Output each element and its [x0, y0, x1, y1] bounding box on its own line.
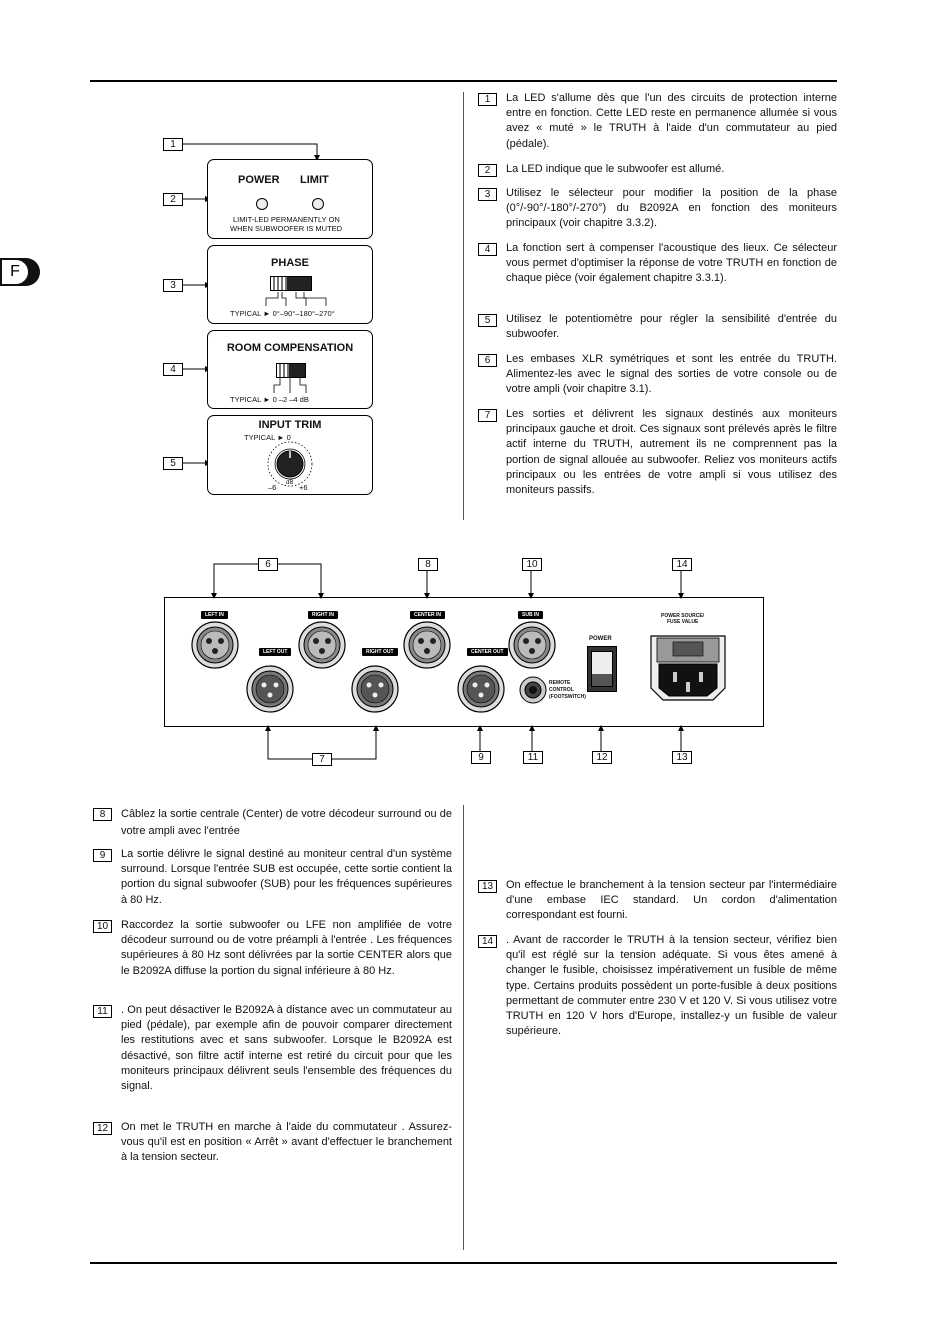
room-compensation-switch[interactable]: [276, 363, 306, 378]
callout-5: 5: [163, 457, 183, 470]
item-number-7: 7: [478, 409, 497, 422]
callout-6: 6: [258, 558, 278, 571]
item-9-text: La sortie délivre le signal destiné au m…: [121, 848, 452, 906]
item-number-6: 6: [478, 354, 497, 367]
input-trim-min: –6: [268, 483, 277, 492]
input-trim-panel: INPUT TRIM TYPICAL ► 0 –6 dB +6: [207, 415, 373, 495]
input-trim-unit: dB: [286, 480, 294, 486]
item-3-text: Utilisez le sélecteur pour modifier la p…: [506, 187, 837, 230]
left-in-label: LEFT IN: [201, 611, 228, 619]
callout-13: 13: [672, 751, 692, 764]
remote-label-2: CONTROL: [549, 687, 574, 693]
item-number-9: 9: [93, 849, 112, 862]
item-4-text: La fonction sert à compenser l'acoustiqu…: [506, 242, 837, 285]
input-trim-max: +6: [299, 483, 308, 492]
item-number-1: 1: [478, 93, 497, 106]
left-out-xlr-jack[interactable]: [245, 664, 295, 714]
rear-callout-arrows: [211, 563, 684, 760]
fuse-label-1: POWER SOURCE/: [661, 613, 705, 619]
center-in-xlr-jack[interactable]: [402, 620, 452, 670]
phase-typical: TYPICAL ► 0°–90°–180°–270°: [230, 309, 335, 318]
item-2-text: La LED indique que le subwoofer est allu…: [506, 163, 725, 175]
iec-power-inlet[interactable]: [643, 628, 733, 708]
item-6-text: Les embases XLR symétriques et sont les …: [506, 353, 837, 396]
item-number-14: 14: [478, 935, 497, 948]
room-compensation-title: ROOM COMPENSATION: [226, 342, 354, 354]
phase-switch[interactable]: [270, 276, 312, 291]
right-in-label: RIGHT IN: [308, 611, 338, 619]
input-trim-typical: TYPICAL ► 0: [244, 433, 291, 442]
item-number-3: 3: [478, 188, 497, 201]
item-10-text: Raccordez la sortie subwoofer ou LFE non…: [121, 919, 452, 977]
fuse-label-2: FUSE VALUE: [667, 619, 699, 625]
fuse-holder-icon[interactable]: [665, 638, 673, 646]
callout-8: 8: [418, 558, 438, 571]
power-switch[interactable]: [587, 646, 617, 692]
power-limit-panel: POWER LIMIT LIMIT-LED PERMANENTLY ON WHE…: [207, 159, 373, 239]
item-number-4: 4: [478, 243, 497, 256]
item-12-text: On met le TRUTH en marche à l'aide du co…: [121, 1121, 452, 1164]
item-14-text: . Avant de raccorder le TRUTH à la tensi…: [506, 934, 837, 1038]
column-divider-bottom: [463, 805, 464, 1250]
sub-in-label: SUB IN: [518, 611, 543, 619]
input-trim-knob[interactable]: [208, 416, 372, 494]
left-in-xlr-jack[interactable]: [190, 620, 240, 670]
item-5-text: Utilisez le potentiomètre pour régler la…: [506, 313, 837, 341]
remote-label-3: (FOOTSWITCH): [549, 694, 586, 700]
phase-panel: PHASE TYPICAL ► 0°–90°–180°–270°: [207, 245, 373, 324]
left-out-label: LEFT OUT: [259, 648, 292, 656]
callout-12: 12: [592, 751, 612, 764]
callout-4: 4: [163, 363, 183, 376]
callout-7: 7: [312, 753, 332, 766]
language-tab-label: F: [2, 260, 28, 284]
item-number-10: 10: [93, 920, 112, 933]
item-number-11: 11: [93, 1005, 112, 1018]
room-typical: TYPICAL ► 0 –2 –4 dB: [230, 395, 309, 404]
rear-panel-frame: LEFT IN RIGHT IN CENTER IN SUB IN: [164, 597, 764, 727]
front-callout-arrows: [182, 143, 320, 466]
callout-11: 11: [523, 751, 543, 764]
center-out-xlr-jack[interactable]: [456, 664, 506, 714]
callout-10: 10: [522, 558, 542, 571]
item-7-text: Les sorties et délivrent les signaux des…: [506, 408, 837, 497]
item-8-text: Câblez la sortie centrale (Center) de vo…: [121, 808, 452, 837]
top-rule: [90, 80, 837, 82]
item-number-2: 2: [478, 164, 497, 177]
right-out-label: RIGHT OUT: [362, 648, 398, 656]
callout-1: 1: [163, 138, 183, 151]
right-out-xlr-jack[interactable]: [350, 664, 400, 714]
callout-9: 9: [471, 751, 491, 764]
sub-in-xlr-jack[interactable]: [507, 620, 557, 670]
power-led: [256, 198, 268, 210]
power-led-label: POWER: [238, 174, 280, 186]
phase-bracket-lines: [265, 292, 327, 306]
room-bracket-lines: [273, 378, 307, 393]
center-out-label: CENTER OUT: [467, 648, 508, 656]
item-1-text: La LED s'allume dès que l'un des circuit…: [506, 92, 837, 150]
right-in-xlr-jack[interactable]: [297, 620, 347, 670]
bottom-rule: [90, 1262, 837, 1264]
item-number-8: 8: [93, 808, 112, 821]
language-tab[interactable]: F: [0, 258, 40, 286]
callout-14: 14: [672, 558, 692, 571]
limit-led: [312, 198, 324, 210]
input-trim-title: INPUT TRIM: [258, 419, 322, 431]
phase-title: PHASE: [271, 257, 309, 269]
item-number-5: 5: [478, 314, 497, 327]
limit-note-line2: WHEN SUBWOOFER IS MUTED: [230, 224, 343, 233]
remote-footswitch-jack[interactable]: [518, 675, 548, 705]
item-13-text: On effectue le branchement à la tension …: [506, 879, 837, 922]
item-11-text: . On peut désactiver le B2092A à distanc…: [121, 1004, 452, 1093]
remote-label-1: REMOTE: [549, 680, 571, 686]
limit-led-label: LIMIT: [300, 174, 329, 186]
power-switch-label: POWER: [589, 636, 612, 642]
limit-note-line1: LIMIT-LED PERMANENTLY ON: [233, 215, 340, 224]
center-in-label: CENTER IN: [410, 611, 445, 619]
room-compensation-panel: ROOM COMPENSATION TYPICAL ► 0 –2 –4 dB: [207, 330, 373, 409]
item-number-12: 12: [93, 1122, 112, 1135]
column-divider-top: [463, 92, 464, 520]
callout-3: 3: [163, 279, 183, 292]
item-number-13: 13: [478, 880, 497, 893]
